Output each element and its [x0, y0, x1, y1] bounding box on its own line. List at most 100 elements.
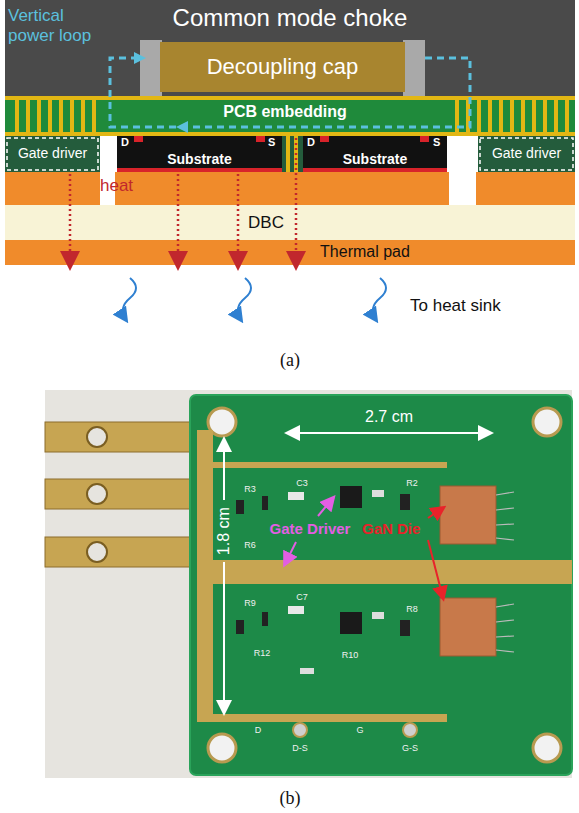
- art-line: [295, 138, 298, 266]
- gate-driver-box: Gate driver: [5, 136, 100, 170]
- silkscreen-label: C3: [296, 478, 308, 488]
- art-rect: [5, 96, 575, 100]
- art-rect: [488, 100, 492, 132]
- node-text: Gate driver: [18, 145, 87, 161]
- silkscreen-label: C7: [296, 592, 308, 602]
- art-rect: [262, 612, 268, 626]
- art-line: [223, 440, 225, 500]
- art-rect: [100, 136, 117, 172]
- art-rect: [197, 560, 572, 584]
- heat-sink-label: To heat sink: [410, 296, 501, 316]
- art-rect: [286, 136, 290, 172]
- node-text: Thermal pad: [320, 243, 410, 261]
- art-rect: [45, 390, 572, 778]
- node-text: Gate driver: [492, 145, 561, 161]
- art-rect: [532, 100, 536, 132]
- art-line: [496, 636, 514, 637]
- dimension-label: 2.7 cm: [365, 408, 413, 426]
- art-rect: [117, 168, 282, 172]
- art-line: [288, 432, 490, 434]
- art-rect: [37, 100, 41, 132]
- capacitor-box: Decoupling cap: [160, 42, 405, 92]
- art-path: [123, 278, 136, 320]
- art-rect: [303, 168, 447, 172]
- art-line: [428, 508, 443, 518]
- art-line: [285, 542, 296, 564]
- art-circle: [87, 427, 107, 447]
- art-rect: [420, 136, 429, 142]
- art-rect: [340, 612, 362, 634]
- silkscreen-label: G-S: [402, 743, 418, 753]
- art-rect: [7, 138, 98, 170]
- silkscreen-label: R9: [244, 598, 256, 608]
- panel-label: (b): [280, 788, 301, 809]
- art-rect: [300, 668, 314, 674]
- art-rect: [5, 136, 100, 172]
- art-line: [496, 538, 514, 540]
- node-text: Substrate: [343, 151, 408, 167]
- node-text: Common mode choke: [173, 4, 408, 32]
- art-rect: [372, 612, 384, 619]
- art-rect: [440, 598, 496, 656]
- power-loop: [110, 52, 470, 133]
- art-rect: [48, 100, 52, 132]
- art-path: [238, 278, 251, 320]
- silkscreen-label: R2: [406, 478, 418, 488]
- art-rect: [160, 42, 405, 92]
- silkscreen-label: D-S: [292, 743, 308, 753]
- art-rect: [236, 500, 244, 514]
- node-text: DBC: [248, 213, 284, 233]
- art-rect: [480, 138, 573, 170]
- art-rect: [477, 100, 481, 132]
- art-path: [176, 121, 188, 133]
- art-rect: [288, 492, 304, 500]
- art-rect: [92, 100, 96, 132]
- art-rect: [565, 100, 569, 132]
- art-line: [496, 492, 514, 495]
- heat-sink-arrows: [123, 278, 386, 320]
- art-rect: [117, 136, 282, 172]
- art-circle: [208, 734, 236, 762]
- node-text: PCB embedding: [223, 103, 347, 121]
- art-line: [223, 562, 225, 712]
- art-rect: [190, 395, 572, 775]
- art-rect: [81, 100, 85, 132]
- art-rect: [197, 462, 447, 468]
- art-line: [496, 604, 514, 607]
- art-rect: [197, 714, 447, 722]
- art-rect: [400, 620, 410, 636]
- loop-label: Vertical power loop: [8, 6, 108, 47]
- art-rect: [543, 100, 547, 132]
- art-line: [496, 650, 514, 652]
- art-rect: [45, 479, 205, 509]
- art-rect: [521, 100, 525, 132]
- art-rect: [15, 100, 19, 132]
- heat-label: heat: [100, 176, 133, 196]
- art-rect: [320, 136, 329, 142]
- art-line: [428, 540, 443, 598]
- choke-box: Common mode chokeDecoupling cap: [5, 0, 575, 97]
- gate-driver-box: Gate driver: [478, 136, 575, 170]
- art-path: [373, 278, 386, 320]
- art-rect: [5, 0, 575, 97]
- art-rect: [59, 100, 63, 132]
- art-circle: [403, 723, 417, 737]
- art-rect: [262, 496, 268, 510]
- art-line: [496, 620, 514, 622]
- art-line: [177, 174, 180, 266]
- art-rect: [5, 132, 575, 136]
- callout-label: Gate Driver: [270, 520, 351, 537]
- board-photo: [45, 390, 572, 778]
- art-line: [318, 498, 333, 516]
- art-rect: [449, 172, 476, 205]
- art-rect: [70, 100, 74, 132]
- silkscreen-label: G: [356, 725, 363, 735]
- silkscreen-label: R12: [254, 648, 271, 658]
- dimension-label: 1.8 cm: [215, 507, 233, 555]
- silkscreen-label: R3: [244, 484, 256, 494]
- art-rect: [256, 136, 265, 142]
- art-circle: [87, 542, 107, 562]
- node-text: D: [307, 136, 315, 149]
- art-rect: [478, 136, 575, 172]
- node-text: S: [433, 136, 440, 149]
